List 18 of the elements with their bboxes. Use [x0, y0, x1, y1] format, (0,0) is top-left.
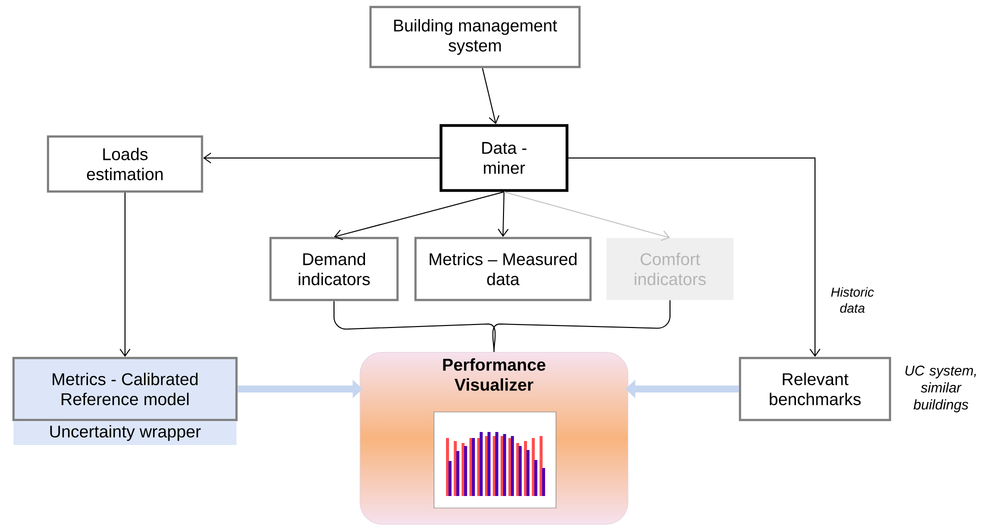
- arrow: [504, 191, 670, 242]
- process-box: Data - miner: [440, 124, 568, 192]
- arrow: [482, 68, 500, 124]
- arrow: [120, 192, 130, 357]
- brace-line: [492, 300, 670, 352]
- edge-label: Historic data: [831, 287, 874, 313]
- process-box: Relevant benchmarks: [738, 356, 892, 422]
- process-box: Loads estimation: [46, 135, 204, 193]
- arrow: [568, 158, 820, 357]
- side-note: UC system, similar buildings: [905, 366, 976, 412]
- process-box: Metrics – Measured data: [414, 236, 592, 302]
- process-box: Building management system: [369, 6, 581, 68]
- arrow: [498, 191, 509, 237]
- arrow: [334, 191, 504, 240]
- arrow: [203, 152, 440, 164]
- process-box: Demand indicators: [269, 236, 399, 302]
- band-label: Uncertainty wrapper: [14, 421, 236, 445]
- process-box: Comfort indicators: [606, 238, 734, 300]
